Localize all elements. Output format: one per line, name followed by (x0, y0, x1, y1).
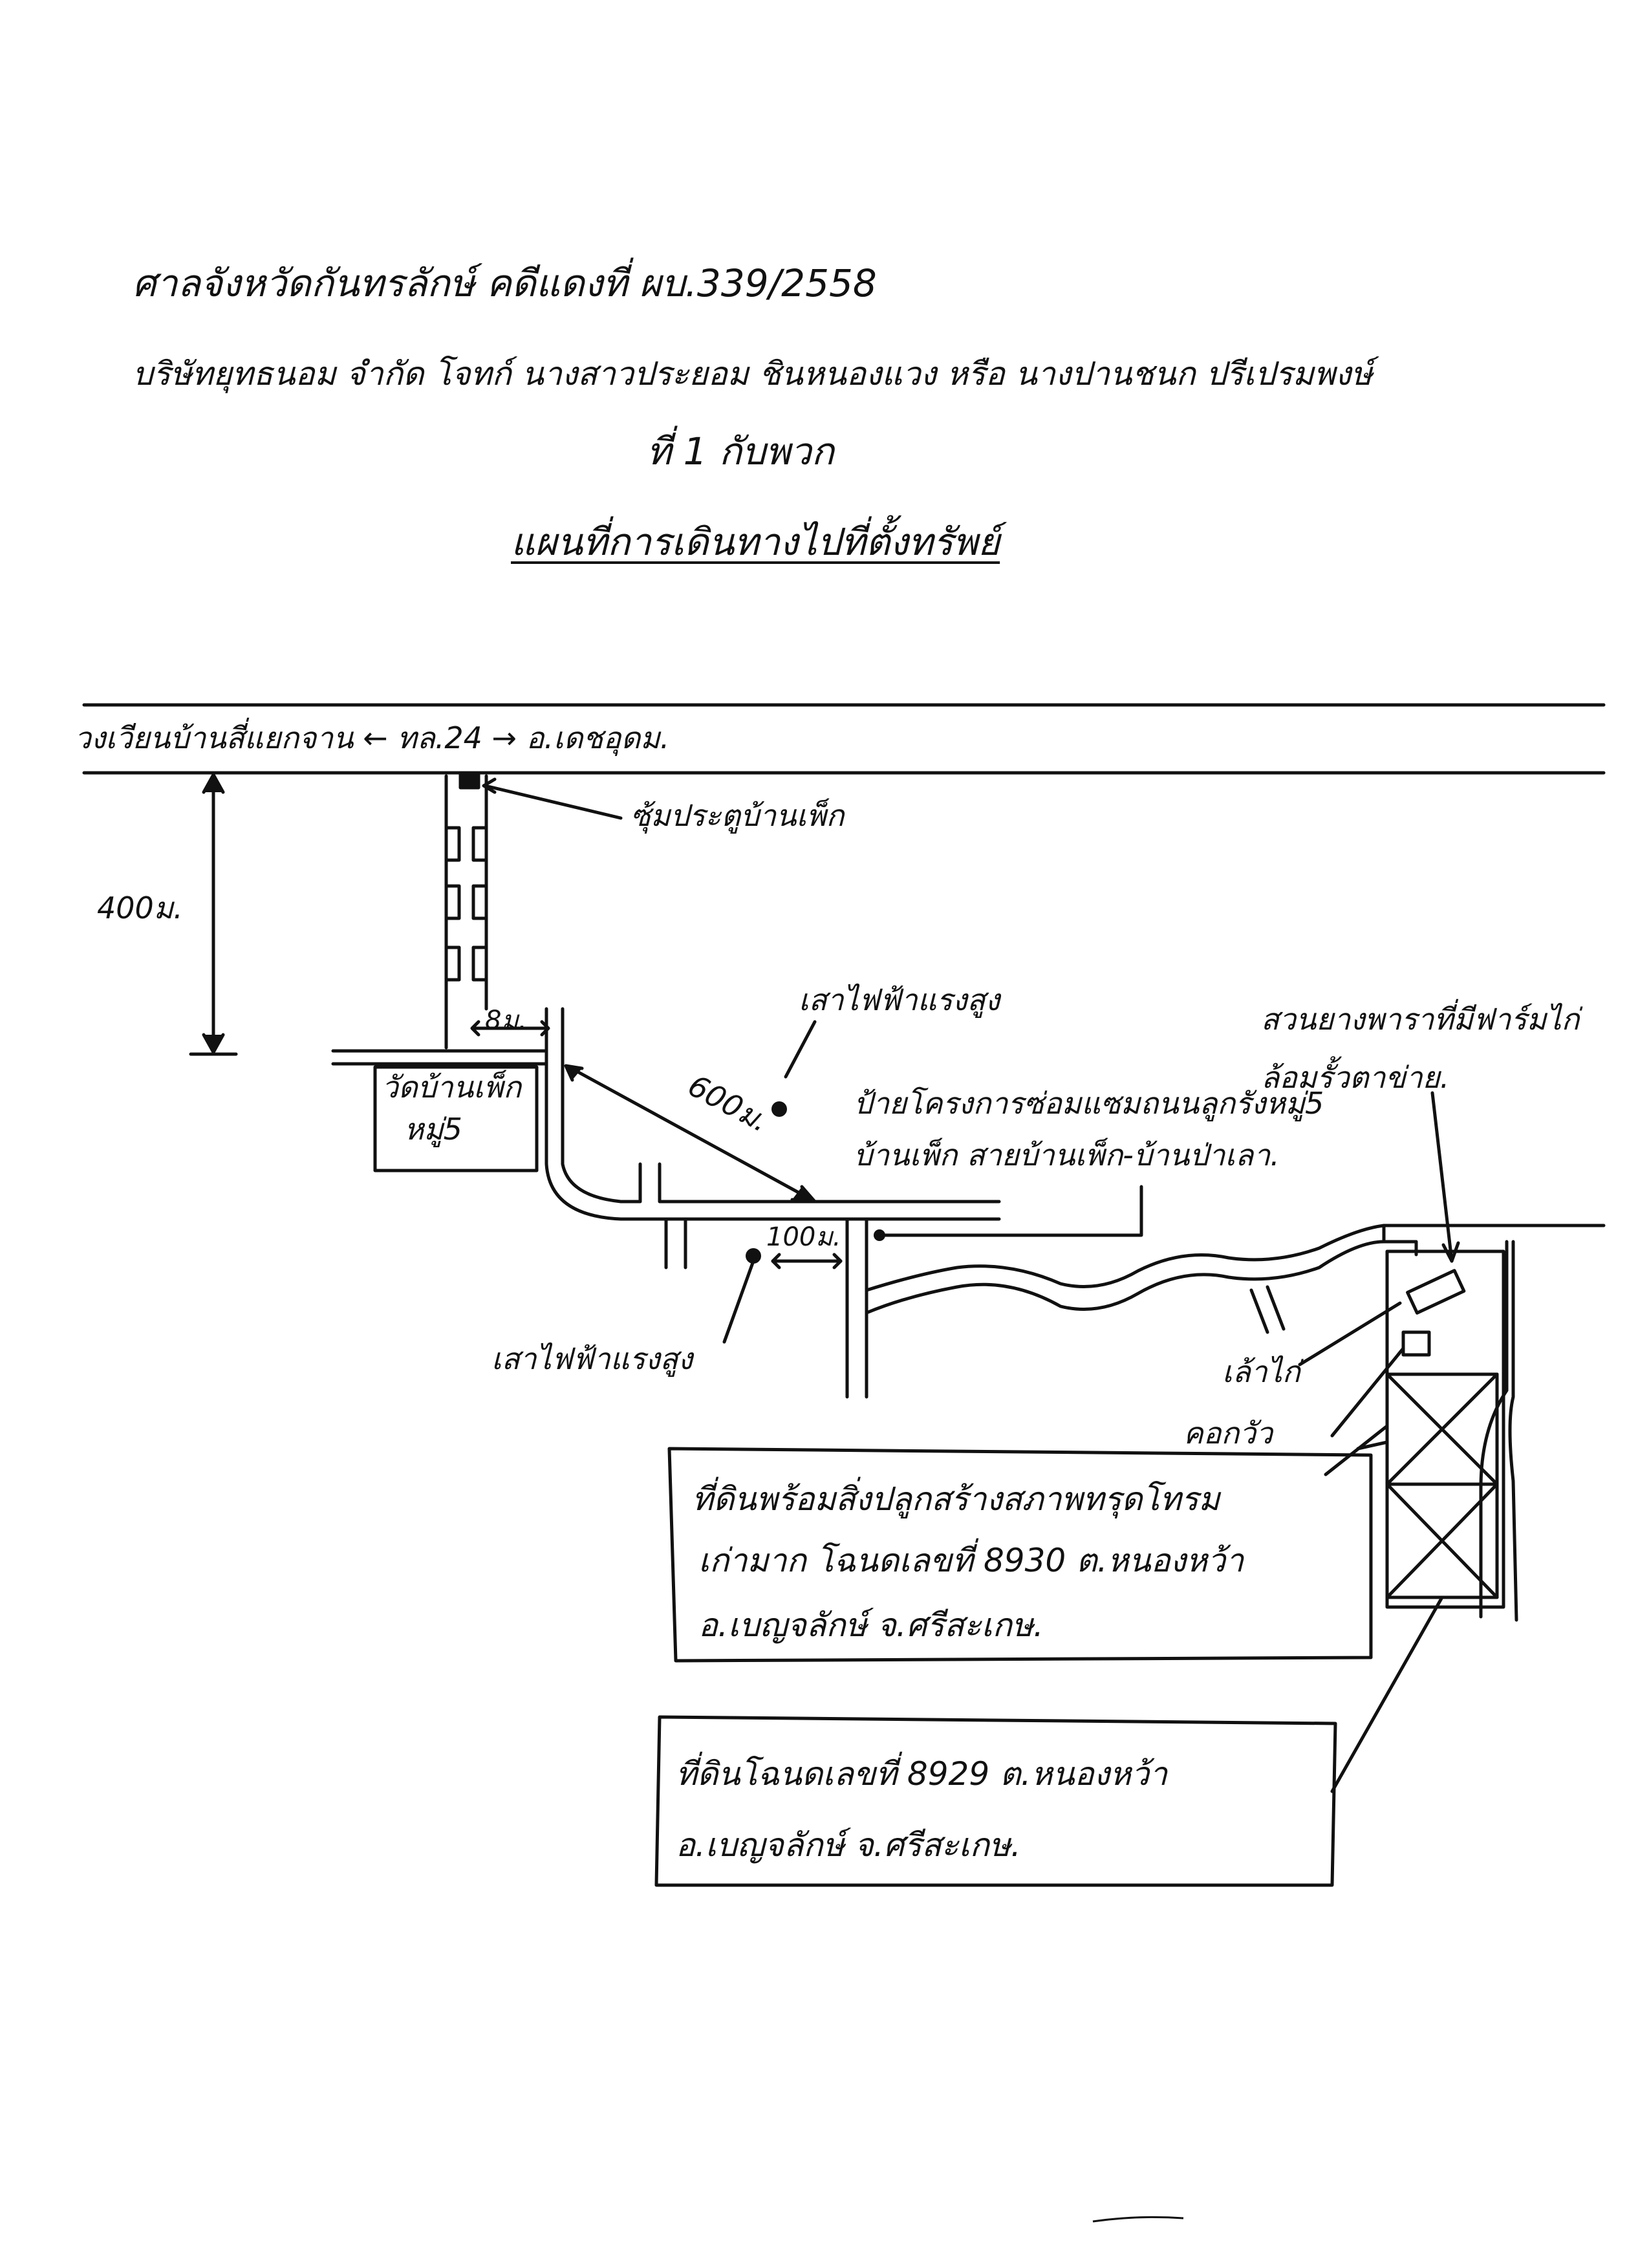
box1-pointer (1324, 1424, 1389, 1476)
temple-box (373, 1065, 539, 1172)
south-road-right (865, 1217, 1418, 1315)
right-road-right (1508, 1240, 1518, 1622)
dimension-400-arrow-top (202, 773, 225, 794)
pole-bottom-dot (746, 1248, 761, 1264)
plot-8930-line-3: อ.เบญจลักษ์ จ.ศรีสะเกษ. (698, 1606, 1044, 1644)
gate-marker (458, 772, 480, 790)
sign-label-2: บ้านเพ็ก สายบ้านเพ็ก-บ้านป่าเลา. (854, 1138, 1280, 1172)
header-line-2: บริษัทยุทธนอม จำกัด โจทก์ นางสาวประยอม ช… (133, 355, 1373, 393)
plot-8930-line-2: เก่ามาก โฉนดเลขที่ 8930 ต.หนองหว้า (698, 1542, 1244, 1579)
cow-pen-label: คอกวัว (1183, 1416, 1273, 1451)
sign-marker-dot (874, 1229, 885, 1241)
temple-label-2: หมู่5 (404, 1112, 462, 1147)
pole-top-dot (771, 1101, 787, 1117)
plot-8930-line-1: ที่ดินพร้อมสิ่งปลูกสร้างสภาพทรุดโทรม (692, 1480, 1220, 1518)
cow-pen-shape (1401, 1330, 1431, 1357)
chicken-pointer (1298, 1301, 1402, 1366)
cow-pointer (1330, 1346, 1405, 1438)
header-line-1: ศาลจังหวัดกันทรลักษ์ คดีแดงที่ ผบ.339/25… (133, 261, 877, 305)
chicken-coop-shape (1406, 1269, 1466, 1315)
box-8929-border (654, 1715, 1337, 1887)
main-road-label: วงเวียนบ้านสี่แยกจาน ← ทล.24 → อ.เดชอุดม… (74, 720, 670, 755)
dimension-8-label: 8ม. (485, 1006, 527, 1035)
plantation-area (1385, 1249, 1505, 1609)
gate-pointer (483, 784, 623, 820)
dimension-600-line (567, 1065, 814, 1202)
sign-label-1: ป้ายโครงการซ่อมแซมถนนลูกรังหมู่5 (854, 1086, 1324, 1121)
plantation-label-2: ล้อมรั้วตาข่าย. (1261, 1060, 1450, 1095)
road-ticks (444, 826, 461, 982)
plot-8929-line-1: ที่ดินโฉนดเลขที่ 8929 ต.หนองหว้า (676, 1755, 1168, 1793)
pole-bottom-pointer (722, 1259, 755, 1344)
pole-bottom-label: เสาไฟฟ้าแรงสูง (491, 1341, 693, 1376)
road-right-edge (561, 1007, 1001, 1204)
plantation-label-1: สวนยางพาราที่มีฟาร์มไก่ (1261, 1002, 1580, 1037)
chicken-coop-label: เล้าไก่ (1222, 1354, 1300, 1389)
temple-label-1: วัดบ้านเพ็ก (382, 1070, 522, 1105)
pole-top-label: เสาไฟฟ้าแรงสูง (799, 982, 1000, 1017)
dimension-400-label: 400ม. (97, 891, 183, 925)
header-line-3: ที่ 1 กับพวก (647, 429, 834, 473)
road-left-edge (544, 1007, 1001, 1221)
plot-8929-line-2: อ.เบญจลักษ์ จ.ศรีสะเกษ. (676, 1826, 1021, 1864)
right-road-left (1479, 1240, 1509, 1619)
dimension-100-label: 100ม. (766, 1222, 841, 1252)
box-8930-border (667, 1447, 1373, 1663)
river-top (865, 1224, 1606, 1292)
gate-label: ซุ้มประตูบ้านเพ็ก (630, 798, 845, 833)
dimension-400-arrow-bottom (202, 1033, 225, 1054)
plantation-pointer (1430, 1091, 1454, 1263)
pole-top-pointer (784, 1020, 817, 1079)
page-title: แผนที่การเดินทางไปที่ตั้งทรัพย์ (511, 520, 1000, 564)
box2-pointer (1330, 1595, 1444, 1793)
